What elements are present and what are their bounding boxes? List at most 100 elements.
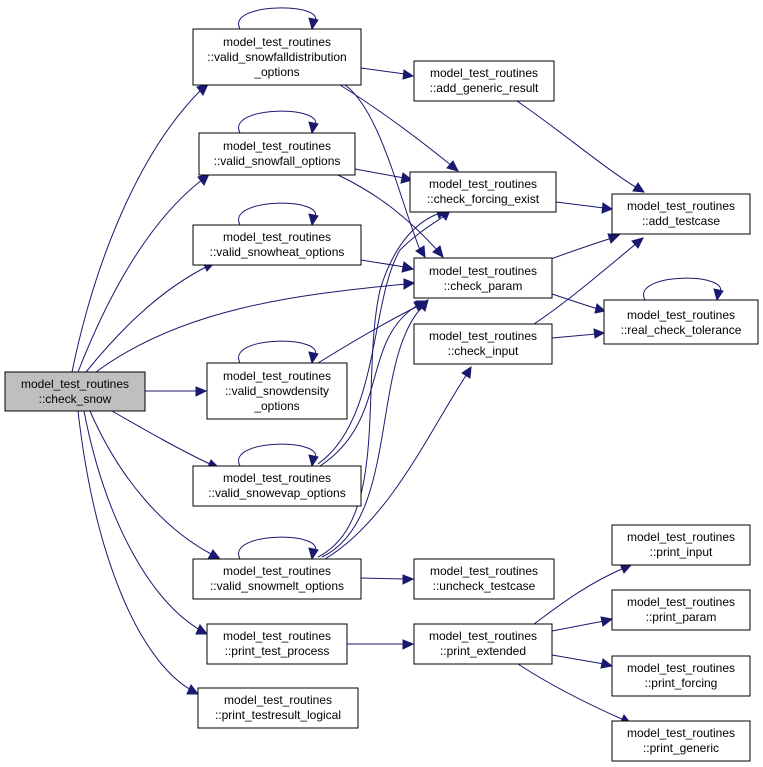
arrowhead xyxy=(401,261,415,273)
node-label-line: model_test_routines xyxy=(627,530,735,544)
edge-valid-snowdensity-to-check-param xyxy=(317,304,421,364)
edge-check-param-to-real-check-tolerance xyxy=(551,293,599,310)
node-label-line: ::valid_snowfall_options xyxy=(214,154,341,168)
edge-check-snow-to-valid-snowevap xyxy=(111,410,213,466)
edge-valid-snowmelt-to-check-forcing-exist xyxy=(317,212,441,558)
arrowhead xyxy=(402,639,415,650)
edge-valid-snowfalldistribution-to-add-generic-result xyxy=(360,67,406,75)
arrowhead xyxy=(415,245,426,258)
node-print-generic[interactable]: model_test_routines ::print_generic xyxy=(611,720,751,762)
arrowhead xyxy=(186,684,200,695)
node-label-line: model_test_routines xyxy=(223,564,331,578)
arrowhead xyxy=(631,237,644,249)
node-label-line: ::print_forcing xyxy=(645,676,718,690)
node-valid-snowevap-options[interactable]: model_test_routines ::valid_snowevap_opt… xyxy=(192,465,362,507)
arrowhead xyxy=(308,121,319,135)
node-check-param[interactable]: model_test_routines ::check_param xyxy=(413,257,553,299)
node-check-input[interactable]: model_test_routines ::check_input xyxy=(413,323,553,365)
arrowhead xyxy=(308,213,319,227)
node-label-line: ::real_check_tolerance xyxy=(621,323,742,337)
node-label-line: ::add_generic_result xyxy=(430,81,539,95)
edge-print-extended-to-print-param xyxy=(551,620,605,632)
node-print-testresult-logical[interactable]: model_test_routines ::print_testresult_l… xyxy=(197,687,359,729)
node-label-line: model_test_routines xyxy=(223,35,331,49)
arrowhead xyxy=(207,549,222,560)
node-label-line: model_test_routines xyxy=(429,329,537,343)
node-label-line: ::valid_snowmelt_options xyxy=(210,579,344,593)
node-label-line: model_test_routines xyxy=(627,595,735,609)
arrowhead xyxy=(594,303,607,314)
node-add-testcase[interactable]: model_test_routines ::add_testcase xyxy=(611,193,751,235)
node-check-forcing-exist[interactable]: model_test_routines ::check_forcing_exis… xyxy=(409,171,557,213)
nodes: model_test_routines ::check_snow model_t… xyxy=(4,28,759,762)
arrowhead xyxy=(308,547,319,561)
node-label-line: ::uncheck_testcase xyxy=(433,579,536,593)
node-label-line: ::check_param xyxy=(444,279,523,293)
edge-check-snow-to-valid-snowheat xyxy=(85,265,209,373)
node-print-input[interactable]: model_test_routines ::print_input xyxy=(611,524,751,566)
node-valid-snowmelt-options[interactable]: model_test_routines ::valid_snowmelt_opt… xyxy=(192,558,362,600)
node-label-line: ::add_testcase xyxy=(642,214,720,228)
node-check-snow[interactable]: model_test_routines ::check_snow xyxy=(4,371,146,412)
arrowhead xyxy=(308,351,319,365)
arrowhead xyxy=(308,17,319,31)
node-real-check-tolerance[interactable]: model_test_routines ::real_check_toleran… xyxy=(603,299,759,345)
node-print-param[interactable]: model_test_routines ::print_param xyxy=(611,589,751,631)
edge-valid-snowevap-to-check-forcing-exist xyxy=(317,214,446,465)
node-label-line: ::valid_snowheat_options xyxy=(210,245,345,259)
edge-valid-snowheat-to-check-param xyxy=(360,259,406,268)
node-label-line: model_test_routines xyxy=(223,230,331,244)
self-loop-valid-snowevap xyxy=(238,443,317,467)
edge-valid-snowfalldistribution-to-check-forcing-exist xyxy=(339,84,453,167)
arrowhead xyxy=(197,173,210,186)
node-label-line: ::valid_snowfalldistribution xyxy=(207,50,346,64)
node-print-extended[interactable]: model_test_routines ::print_extended xyxy=(413,623,553,665)
edge-valid-snowevap-to-check-param xyxy=(319,304,419,467)
node-label-line: ::print_test_process xyxy=(225,644,330,658)
node-valid-snowfall-options[interactable]: model_test_routines ::valid_snowfall_opt… xyxy=(198,132,356,176)
node-label-line: model_test_routines xyxy=(224,693,332,707)
node-label-line: model_test_routines xyxy=(429,264,537,278)
edge-print-extended-to-print-input xyxy=(533,567,625,625)
node-label-line: ::valid_snowevap_options xyxy=(208,486,345,500)
arrowhead xyxy=(607,233,621,244)
node-label-line: model_test_routines xyxy=(430,66,538,80)
self-loop-valid-snowheat xyxy=(238,202,317,226)
node-label-line: _options xyxy=(253,65,299,79)
arrowhead xyxy=(601,202,614,214)
edge-valid-snowmelt-to-check-param xyxy=(321,305,424,558)
node-label-line: model_test_routines xyxy=(627,308,735,322)
node-valid-snowfalldistribution-options[interactable]: model_test_routines ::valid_snowfalldist… xyxy=(192,28,362,86)
arrowhead xyxy=(400,172,414,184)
node-label-line: model_test_routines xyxy=(430,564,538,578)
edge-check-input-to-add-testcase xyxy=(533,242,638,325)
node-print-forcing[interactable]: model_test_routines ::print_forcing xyxy=(611,655,751,697)
node-valid-snowheat-options[interactable]: model_test_routines ::valid_snowheat_opt… xyxy=(192,224,362,266)
arrowhead xyxy=(308,454,319,468)
edge-valid-snowfall-to-check-forcing-exist xyxy=(354,168,405,179)
edge-valid-snowmelt-to-check-input xyxy=(324,373,468,560)
node-label-line: model_test_routines xyxy=(223,629,331,643)
edge-valid-snowmelt-to-uncheck-testcase xyxy=(360,577,406,580)
edge-check-snow-to-valid-snowfalldistribution xyxy=(71,88,203,373)
node-add-generic-result[interactable]: model_test_routines ::add_generic_result xyxy=(413,60,555,102)
node-label-line: model_test_routines xyxy=(627,199,735,213)
arrowhead xyxy=(600,616,614,627)
self-loop-valid-snowmelt xyxy=(238,536,317,560)
arrowhead xyxy=(713,288,724,302)
edge-print-extended-to-print-forcing xyxy=(551,654,605,665)
node-print-test-process[interactable]: model_test_routines ::print_test_process xyxy=(206,623,348,665)
node-label-line: model_test_routines xyxy=(223,471,331,485)
node-label-line: ::print_generic xyxy=(643,741,719,755)
arrowhead xyxy=(195,386,208,397)
node-label-line: ::valid_snowdensity xyxy=(225,384,329,398)
node-label-line: model_test_routines xyxy=(21,377,129,391)
node-label-line: model_test_routines xyxy=(627,726,735,740)
node-uncheck-testcase[interactable]: model_test_routines ::uncheck_testcase xyxy=(413,558,555,600)
arrowhead xyxy=(461,366,472,379)
node-label-line: ::print_testresult_logical xyxy=(215,708,341,722)
node-valid-snowdensity-options[interactable]: model_test_routines ::valid_snowdensity … xyxy=(206,362,348,420)
edge-check-snow-to-print-testresult-logical xyxy=(77,410,192,691)
edge-check-snow-to-check-param xyxy=(95,283,407,373)
arrowhead xyxy=(593,328,606,339)
